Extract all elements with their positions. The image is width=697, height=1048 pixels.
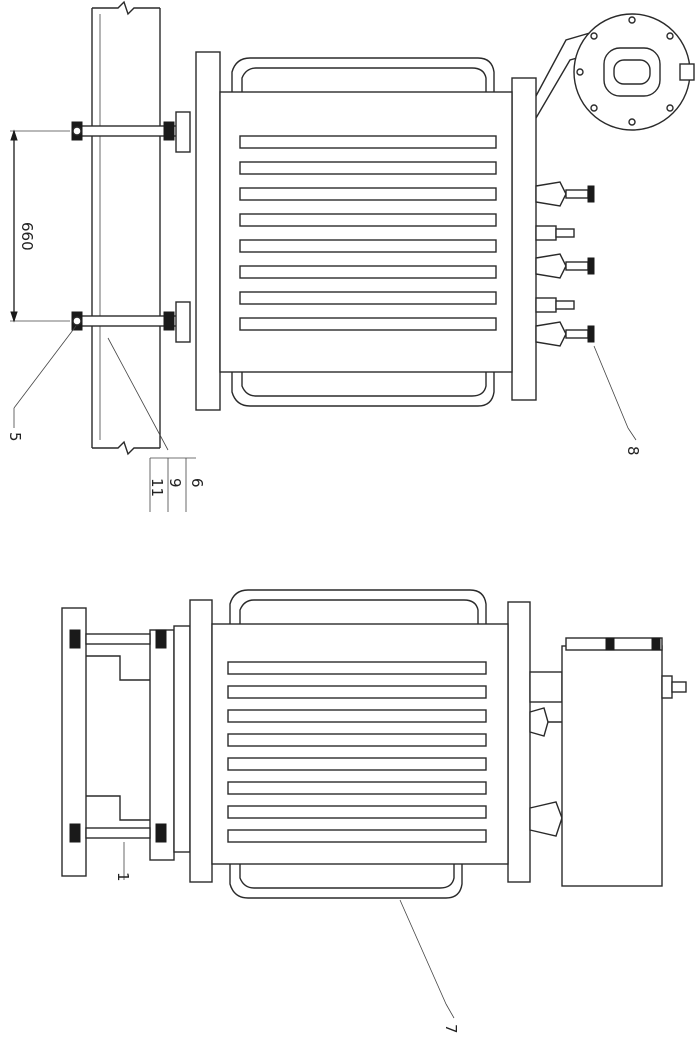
item-label-9: 9 [166,478,184,488]
side-accessories [529,671,586,837]
top-bolts [71,111,191,343]
item-label-8: 8 [624,446,642,456]
top-right-plate [511,77,537,401]
top-beam [91,0,161,456]
item-label-6: 6 [188,478,206,488]
side-bracket [61,607,191,877]
top-leaders: 5 11 9 6 8 [6,325,642,512]
top-bushings [535,181,595,347]
item-label-11: 11 [148,478,166,497]
top-left-plate [195,51,221,411]
top-terminal-box [535,13,695,131]
item-label-5: 5 [6,432,24,442]
item-label-7: 7 [442,1024,460,1034]
side-terminal-box [561,637,687,887]
top-view: 660 [6,0,695,512]
side-right-plate [507,601,531,883]
dimension-660: 660 [10,129,70,323]
side-leaders: 1 7 [114,842,460,1034]
item-label-1: 1 [114,872,132,882]
side-radiator-fins [227,661,487,843]
dimension-660-label: 660 [18,222,36,251]
top-radiator-fins [239,135,497,331]
side-left-plate [189,599,213,883]
side-view: 1 7 [61,589,687,1034]
